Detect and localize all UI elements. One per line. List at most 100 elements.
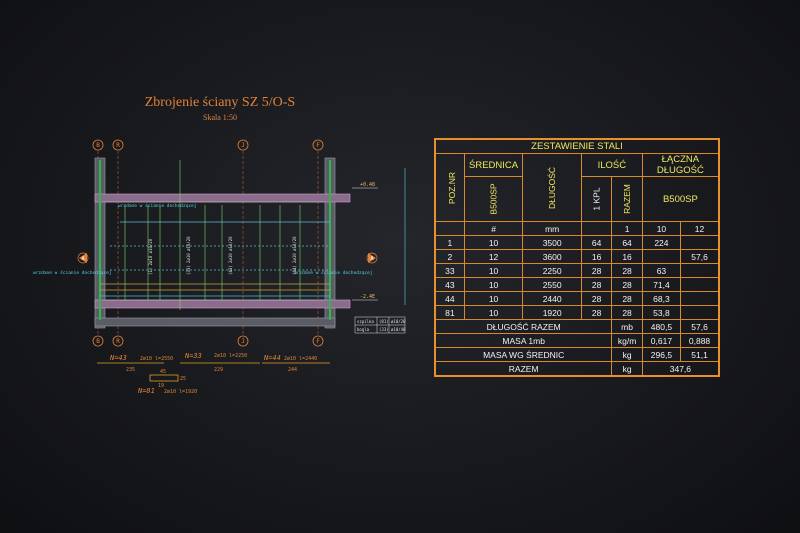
unit-cell: 10	[641, 221, 682, 236]
elevation-markers	[352, 168, 406, 305]
cell-kpl: 28	[580, 277, 613, 292]
svg-text:(1) 2ø10 ø10/20: (1) 2ø10 ø10/20	[148, 238, 153, 275]
legend-code: (81)	[379, 319, 389, 324]
table-row: 44 10 2440 28 28 68,3	[434, 291, 720, 306]
axis-labels-bottom: B R J F	[96, 338, 320, 345]
total-row: RAZEM kg 347,6	[434, 361, 720, 377]
legend-text: szpilka (81) ø10/20 bogla (33) ø10/40	[357, 319, 406, 332]
table-row: 81 10 1920 28 28 53,8	[434, 305, 720, 320]
cell-kpl: 28	[580, 291, 613, 306]
elevation-top: +0.48	[360, 182, 375, 188]
cell-len: 2550	[522, 277, 582, 292]
cell-d: 10	[463, 277, 524, 292]
legend-value: ø10/40	[391, 327, 406, 332]
summary-row: MASA WG ŚREDNIC kg 296,5 51,1	[434, 347, 720, 362]
axis-label: F	[316, 142, 320, 149]
table-row: 2 12 3600 16 16 57,6	[434, 249, 720, 264]
drawing-title-block: Zbrojenie ściany SZ 5/O-S Skala 1:50	[120, 95, 320, 122]
axis-label: R	[116, 338, 120, 345]
sub-header-razem: RAZEM	[611, 176, 643, 222]
summary-v10: 296,5	[641, 347, 682, 362]
cell-l12: 57,6	[680, 249, 720, 264]
total-value: 347,6	[641, 361, 720, 377]
axis-label: R	[116, 142, 120, 149]
summary-unit: kg	[611, 347, 643, 362]
bar81-label: N=81	[137, 387, 155, 395]
bar-spec: 2ø10 l=2550	[140, 356, 173, 362]
summary-v12: 51,1	[680, 347, 720, 362]
cell-l12	[680, 277, 720, 292]
bar81-dim: 45	[160, 369, 166, 375]
section-marker	[77, 252, 378, 264]
table-title: ZESTAWIENIE STALI	[434, 138, 720, 154]
bar81-spec: 2ø10 l=1920	[164, 389, 197, 395]
summary-unit: kg/m	[611, 333, 643, 348]
drawing-title: Zbrojenie ściany SZ 5/O-S	[144, 95, 296, 110]
summary-label: DŁUGOŚĆ RAZEM	[434, 319, 613, 334]
bar-label: N=43	[109, 354, 127, 362]
cell-razem: 28	[611, 305, 643, 320]
cell-razem: 64	[611, 235, 643, 250]
total-unit: kg	[611, 361, 643, 377]
cell-razem: 28	[611, 277, 643, 292]
summary-label: MASA 1mb	[434, 333, 613, 348]
sub-header-1kpl: 1 KPL	[580, 176, 613, 222]
table-row: 1 10 3500 64 64 224	[434, 235, 720, 250]
summary-v12: 0,888	[680, 333, 720, 348]
cell-len: 3600	[522, 249, 582, 264]
cell-len: 1920	[522, 305, 582, 320]
units-row: # mm 1 10 12	[434, 221, 720, 236]
bar-label: N=44	[263, 354, 281, 362]
cell-len: 3500	[522, 235, 582, 250]
drawing-scale: Skala 1:50	[203, 113, 237, 122]
sub-header-grade2: B500SP	[641, 176, 720, 222]
svg-text:(44) 2ø10 ø10/20: (44) 2ø10 ø10/20	[292, 236, 297, 275]
horizontal-rebars	[100, 221, 330, 297]
cell-len: 2250	[522, 263, 582, 278]
unit-cell	[580, 221, 613, 236]
axis-labels-top: B R J F	[96, 142, 320, 149]
cell-kpl: 64	[580, 235, 613, 250]
vertical-rebars-thin	[124, 160, 301, 310]
cell-kpl: 16	[580, 249, 613, 264]
wall-outline	[94, 157, 351, 329]
cell-poz: 33	[434, 263, 465, 278]
note-left-top: wrzdane w ścianie dochodzącej	[118, 202, 197, 209]
cell-l10: 63	[641, 263, 682, 278]
cell-d: 10	[463, 263, 524, 278]
cell-d: 10	[463, 235, 524, 250]
cell-l10: 71,4	[641, 277, 682, 292]
elevation-bottom: -2.4E	[360, 294, 375, 300]
bar-spec: 2ø10 l=2250	[214, 353, 247, 359]
axis-label: B	[96, 338, 100, 345]
svg-text:(33) 2ø10 ø10/20: (33) 2ø10 ø10/20	[186, 236, 191, 275]
cell-len: 2440	[522, 291, 582, 306]
vertical-rebars	[99, 160, 331, 320]
cell-l10: 53,8	[641, 305, 682, 320]
legend-code: (33)	[379, 327, 389, 332]
col-header-laczna: ŁĄCZNA DŁUGOŚĆ	[641, 153, 720, 177]
bar-label: N=33	[184, 352, 202, 360]
bar81-dim: 25	[180, 376, 186, 382]
section-label-left: A	[81, 256, 84, 262]
svg-text:(43) 2ø10 ø10/20: (43) 2ø10 ø10/20	[228, 236, 233, 275]
cell-poz: 43	[434, 277, 465, 292]
cell-razem: 28	[611, 263, 643, 278]
cell-l12	[680, 305, 720, 320]
cell-l10: 68,3	[641, 291, 682, 306]
note-left-bottom: wrzdane w ścianie dochodzącej	[33, 269, 112, 276]
cell-l12	[680, 291, 720, 306]
total-label: RAZEM	[434, 361, 613, 377]
axis-label: J	[241, 338, 245, 345]
cell-razem: 28	[611, 291, 643, 306]
cell-poz: 44	[434, 291, 465, 306]
axis-markers-top	[92, 139, 324, 151]
cell-poz: 81	[434, 305, 465, 320]
table-row: 43 10 2550 28 28 71,4	[434, 277, 720, 292]
legend-label: bogla	[357, 327, 370, 332]
legend-label: szpilka	[357, 319, 374, 324]
cell-poz: 1	[434, 235, 465, 250]
cell-d: 12	[463, 249, 524, 264]
table-row: 33 10 2250 28 28 63	[434, 263, 720, 278]
legend-box	[354, 316, 406, 334]
